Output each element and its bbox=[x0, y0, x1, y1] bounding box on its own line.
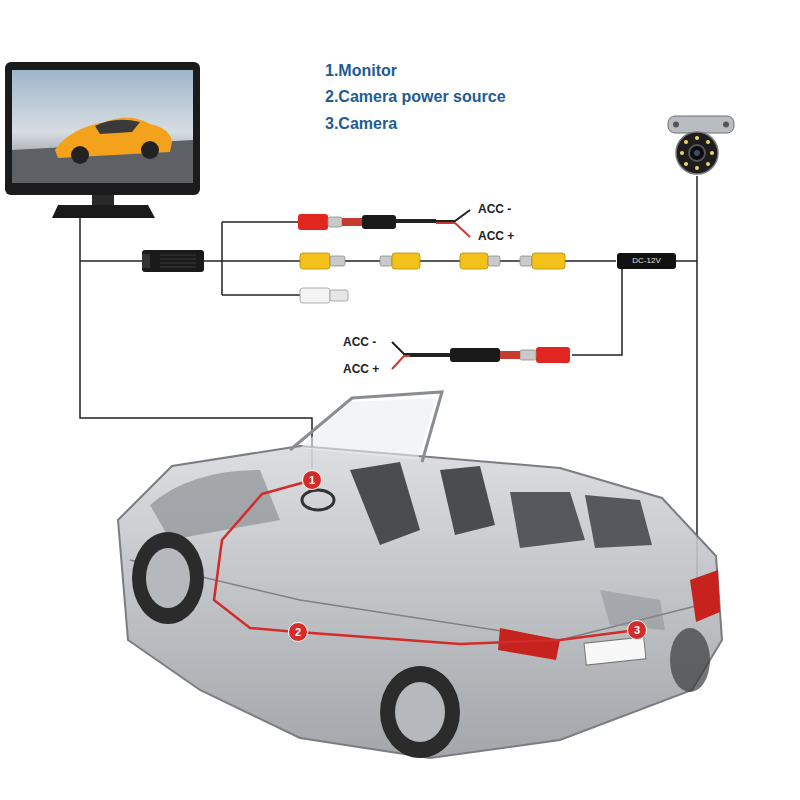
callout-number: 3 bbox=[627, 620, 647, 640]
screen-car-wheel bbox=[141, 141, 159, 159]
power-wire bbox=[214, 483, 302, 632]
video-connectors bbox=[300, 253, 565, 269]
callout-number: 2 bbox=[288, 622, 308, 642]
monitor-neck bbox=[92, 195, 114, 205]
power-box: DC-12V bbox=[617, 253, 676, 269]
camera-wire bbox=[696, 176, 698, 590]
signal-name: ACC + bbox=[343, 362, 379, 376]
audio-wire bbox=[222, 294, 300, 296]
callout-text: 3 bbox=[634, 624, 640, 636]
callout-text: 1 bbox=[309, 474, 315, 486]
camera-power-wire bbox=[572, 266, 622, 355]
signal-name: ACC - bbox=[478, 202, 511, 216]
power-wire bbox=[222, 221, 298, 223]
signal-name: ACC + bbox=[478, 229, 514, 243]
callout-text: 2 bbox=[295, 626, 301, 638]
monitor-screen bbox=[12, 70, 193, 183]
screen-car-window bbox=[95, 120, 140, 134]
monitor bbox=[5, 62, 200, 218]
box-text: DC-12V bbox=[632, 256, 660, 266]
signal-name: ACC - bbox=[343, 335, 376, 349]
audio-connector bbox=[300, 288, 348, 303]
wires bbox=[80, 176, 697, 590]
monitor-bezel bbox=[5, 62, 200, 195]
car bbox=[118, 392, 722, 758]
power-wire bbox=[308, 631, 627, 644]
callout-number: 1 bbox=[302, 470, 322, 490]
power-lead bbox=[298, 210, 470, 237]
legend-line: 3.Camera bbox=[325, 114, 397, 134]
legend-line: 1.Monitor bbox=[325, 61, 397, 81]
screen-car-wheel bbox=[71, 146, 89, 164]
monitor-cable bbox=[80, 260, 142, 262]
video-wire bbox=[222, 260, 300, 262]
monitor-plug bbox=[142, 250, 204, 272]
monitor-stand bbox=[52, 205, 155, 218]
harness-wire bbox=[204, 260, 222, 262]
camera bbox=[668, 116, 734, 174]
monitor-wire bbox=[80, 218, 312, 469]
camera-power-lead bbox=[392, 342, 570, 369]
harness-wire bbox=[221, 222, 223, 295]
legend-line: 2.Camera power source bbox=[325, 87, 506, 107]
